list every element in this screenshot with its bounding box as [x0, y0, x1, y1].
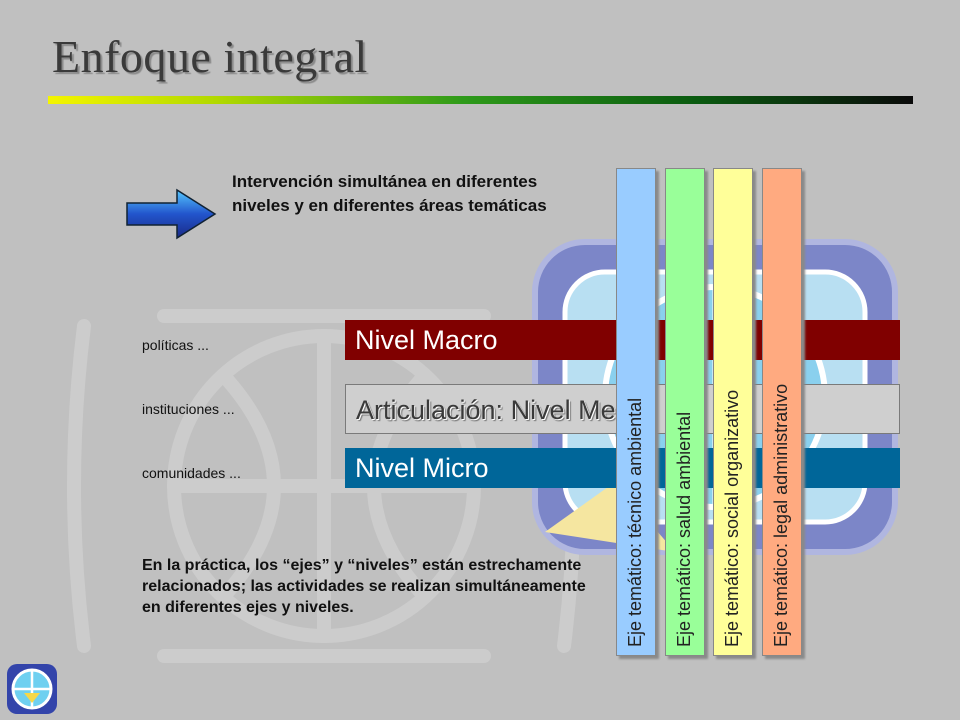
eje-label: Eje temático: legal administrativo [771, 383, 791, 647]
eje-label: Eje temático: técnico ambiental [625, 397, 645, 647]
side-label-instituciones: instituciones ... [142, 401, 235, 417]
title-underline-bar [48, 96, 913, 104]
eje-label: Eje temático: social organizativo [722, 389, 742, 647]
eje-social-organizativo: Eje temático: social organizativo [713, 168, 753, 656]
arrow-right-icon [126, 188, 217, 240]
eje-tecnico-ambiental: Eje temático: técnico ambiental [616, 168, 656, 656]
eje-salud-ambiental: Eje temático: salud ambiental [665, 168, 705, 656]
eje-legal-administrativo: Eje temático: legal administrativo [762, 168, 802, 656]
eje-label: Eje temático: salud ambiental [674, 411, 694, 647]
side-label-comunidades: comunidades ... [142, 465, 241, 481]
intro-text: Intervención simultánea en diferentes ni… [232, 172, 547, 215]
globe-logo-icon [7, 664, 57, 714]
page-title: Enfoque integral [52, 31, 368, 82]
practice-note: En la práctica, los “ejes” y “niveles” e… [142, 557, 586, 616]
side-label-politicas: políticas ... [142, 337, 209, 353]
